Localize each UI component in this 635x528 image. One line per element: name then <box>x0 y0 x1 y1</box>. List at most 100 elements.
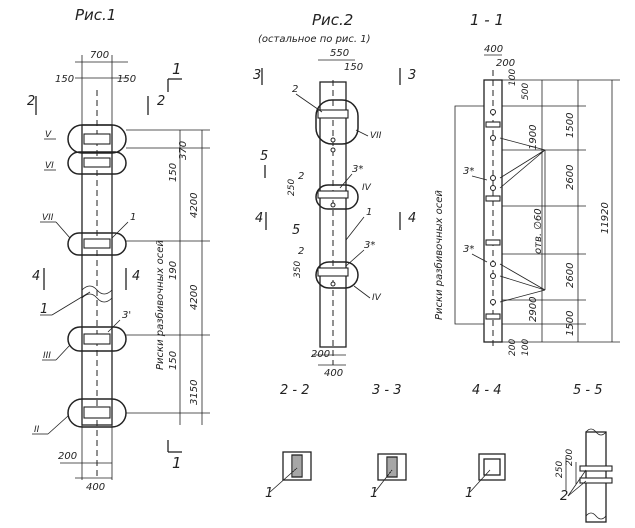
fig1-section-1-bottom: 1 <box>172 454 182 472</box>
section-5-5-title: 5 - 5 <box>573 383 603 398</box>
leader-line <box>471 253 488 263</box>
fig11-hole <box>490 109 496 115</box>
section-5-5-column <box>585 431 607 523</box>
fig11-hole <box>490 273 496 279</box>
fig1-node-III <box>67 326 127 352</box>
fig1-break-mark <box>81 293 113 303</box>
fig11-callout-3b: 3* <box>463 244 474 255</box>
fig1-section-4-left: 4 <box>32 269 40 284</box>
fig2-callout-3a: 3* <box>352 164 363 175</box>
fig1-node-VI <box>67 151 127 175</box>
fig2-dim-150: 150 <box>344 62 363 73</box>
leader-line <box>345 216 365 241</box>
fig1-dim-700: 700 <box>90 50 109 61</box>
fig11-holes-label: отв. ∅60 <box>533 208 544 254</box>
fig2-title: Рис.2 <box>312 11 353 29</box>
leader-line <box>111 221 129 239</box>
leader-line <box>469 469 491 493</box>
fig11-plate <box>485 121 501 128</box>
fig11-title: 1 - 1 <box>470 11 504 29</box>
fig11-dim-1500a: 1500 <box>565 113 576 138</box>
leader-line <box>107 319 121 333</box>
fig11-plate <box>485 313 501 320</box>
section-5-5-break-top <box>585 428 607 436</box>
fig1-callout-VII: VII <box>42 213 54 223</box>
fig2-callout-IVb: IV <box>372 293 382 303</box>
fig2-dim-400: 400 <box>324 368 343 379</box>
leader-line <box>55 344 71 361</box>
fig1-axis-label: Риски разбивочных осей <box>154 240 166 370</box>
section-2-2-outline <box>282 451 312 481</box>
fig1-dim-150-left: 150 <box>55 74 74 85</box>
fig11-callout-3a: 3* <box>463 166 474 177</box>
fig1-section-1-top: 1 <box>172 60 182 78</box>
fig1-dim-190a: 190 <box>168 261 179 280</box>
fig11-dim-100: 100 <box>508 69 518 86</box>
fig1-section-2-left: 2 <box>27 94 35 109</box>
fig1-plate <box>83 238 111 249</box>
fig2-section-5-left: 5 <box>260 149 268 164</box>
fig11-hole <box>490 299 496 305</box>
fig11-plate <box>485 195 501 202</box>
fig2-callout-IV: IV <box>362 183 372 193</box>
fig2-plate <box>317 109 349 119</box>
leader-line <box>339 173 353 189</box>
leader-line <box>345 249 365 267</box>
fig2-node-IV <box>315 184 359 210</box>
fig2-section-5-right: 5 <box>292 223 300 238</box>
fig11-dim-11920: 11920 <box>600 202 611 234</box>
section-5-5-break-bottom <box>585 512 607 520</box>
section-5-5-callout: 2 <box>560 489 568 504</box>
fig11-axis-label: Риски разбивочных осей <box>433 190 445 320</box>
fig1-callout-VI: VI <box>45 161 54 171</box>
fig1-dim-400: 400 <box>86 482 105 493</box>
fig11-dim-500: 500 <box>521 83 531 100</box>
leader-line <box>567 480 587 497</box>
section-4-4-callout: 1 <box>465 486 473 501</box>
leader-line <box>567 469 587 497</box>
fig2-dim-550: 550 <box>330 48 349 59</box>
fig11-dim-400: 400 <box>484 44 503 55</box>
leader-line <box>353 285 371 299</box>
fig1-callout-1b: 1 <box>130 212 136 223</box>
figure-1-1: 1 - 1 400 200 отв. ∅60 Риски разбивочных… <box>433 11 620 356</box>
figure-2: Рис.2 (остальное по рис. 1) 550 150 3 3 … <box>253 11 416 379</box>
fig1-dim-150a: 150 <box>168 163 179 182</box>
section-3-3-core <box>386 456 398 478</box>
fig2-node-VII <box>315 99 359 145</box>
leader-line <box>471 175 488 181</box>
leader-line <box>355 129 369 137</box>
fig2-hole <box>330 281 336 287</box>
fig1-dim-150b: 150 <box>168 351 179 370</box>
fig1-dim-370: 370 <box>178 141 189 160</box>
fig11-axis-bracket <box>454 105 484 325</box>
section-3-3-outline <box>377 453 407 481</box>
section-5-5-plate-a <box>579 465 613 472</box>
fig1-break-mark <box>81 285 113 295</box>
fig1-node-V <box>67 124 127 154</box>
fig1-dim-4200a: 4200 <box>189 193 200 218</box>
section-5-5-dim-250: 250 <box>555 461 565 478</box>
section-5-5: 5 - 5 250 200 2 <box>555 383 613 523</box>
fig2-callout-3b: 3* <box>364 240 375 251</box>
fig11-hole-leaders-bottom <box>499 263 546 303</box>
fig11-dim-1900: 1900 <box>528 125 539 150</box>
fig2-callout-2c: 2 <box>298 246 304 257</box>
fig1-plate <box>83 133 111 145</box>
fig2-section-3-right: 3 <box>408 68 416 83</box>
fig11-dim-2600b: 2600 <box>565 263 576 288</box>
fig2-dim-350: 350 <box>293 261 303 278</box>
section-3-3-title: 3 - 3 <box>372 383 402 398</box>
fig2-hole <box>330 147 336 153</box>
fig1-callout-1: 1 <box>40 302 48 317</box>
figure-1: Рис.1 700 150 150 V VI VII <box>27 6 210 493</box>
fig1-section-2-right: 2 <box>157 94 165 109</box>
section-5-5-plate-b <box>579 477 613 484</box>
leader-line <box>269 467 298 493</box>
fig1-callout-II: II <box>34 425 40 435</box>
fig2-section-4-left: 4 <box>255 211 263 226</box>
fig1-section-4-right: 4 <box>132 269 140 284</box>
section-4-4-title: 4 - 4 <box>472 383 502 398</box>
section-4-4: 4 - 4 1 <box>465 383 506 501</box>
